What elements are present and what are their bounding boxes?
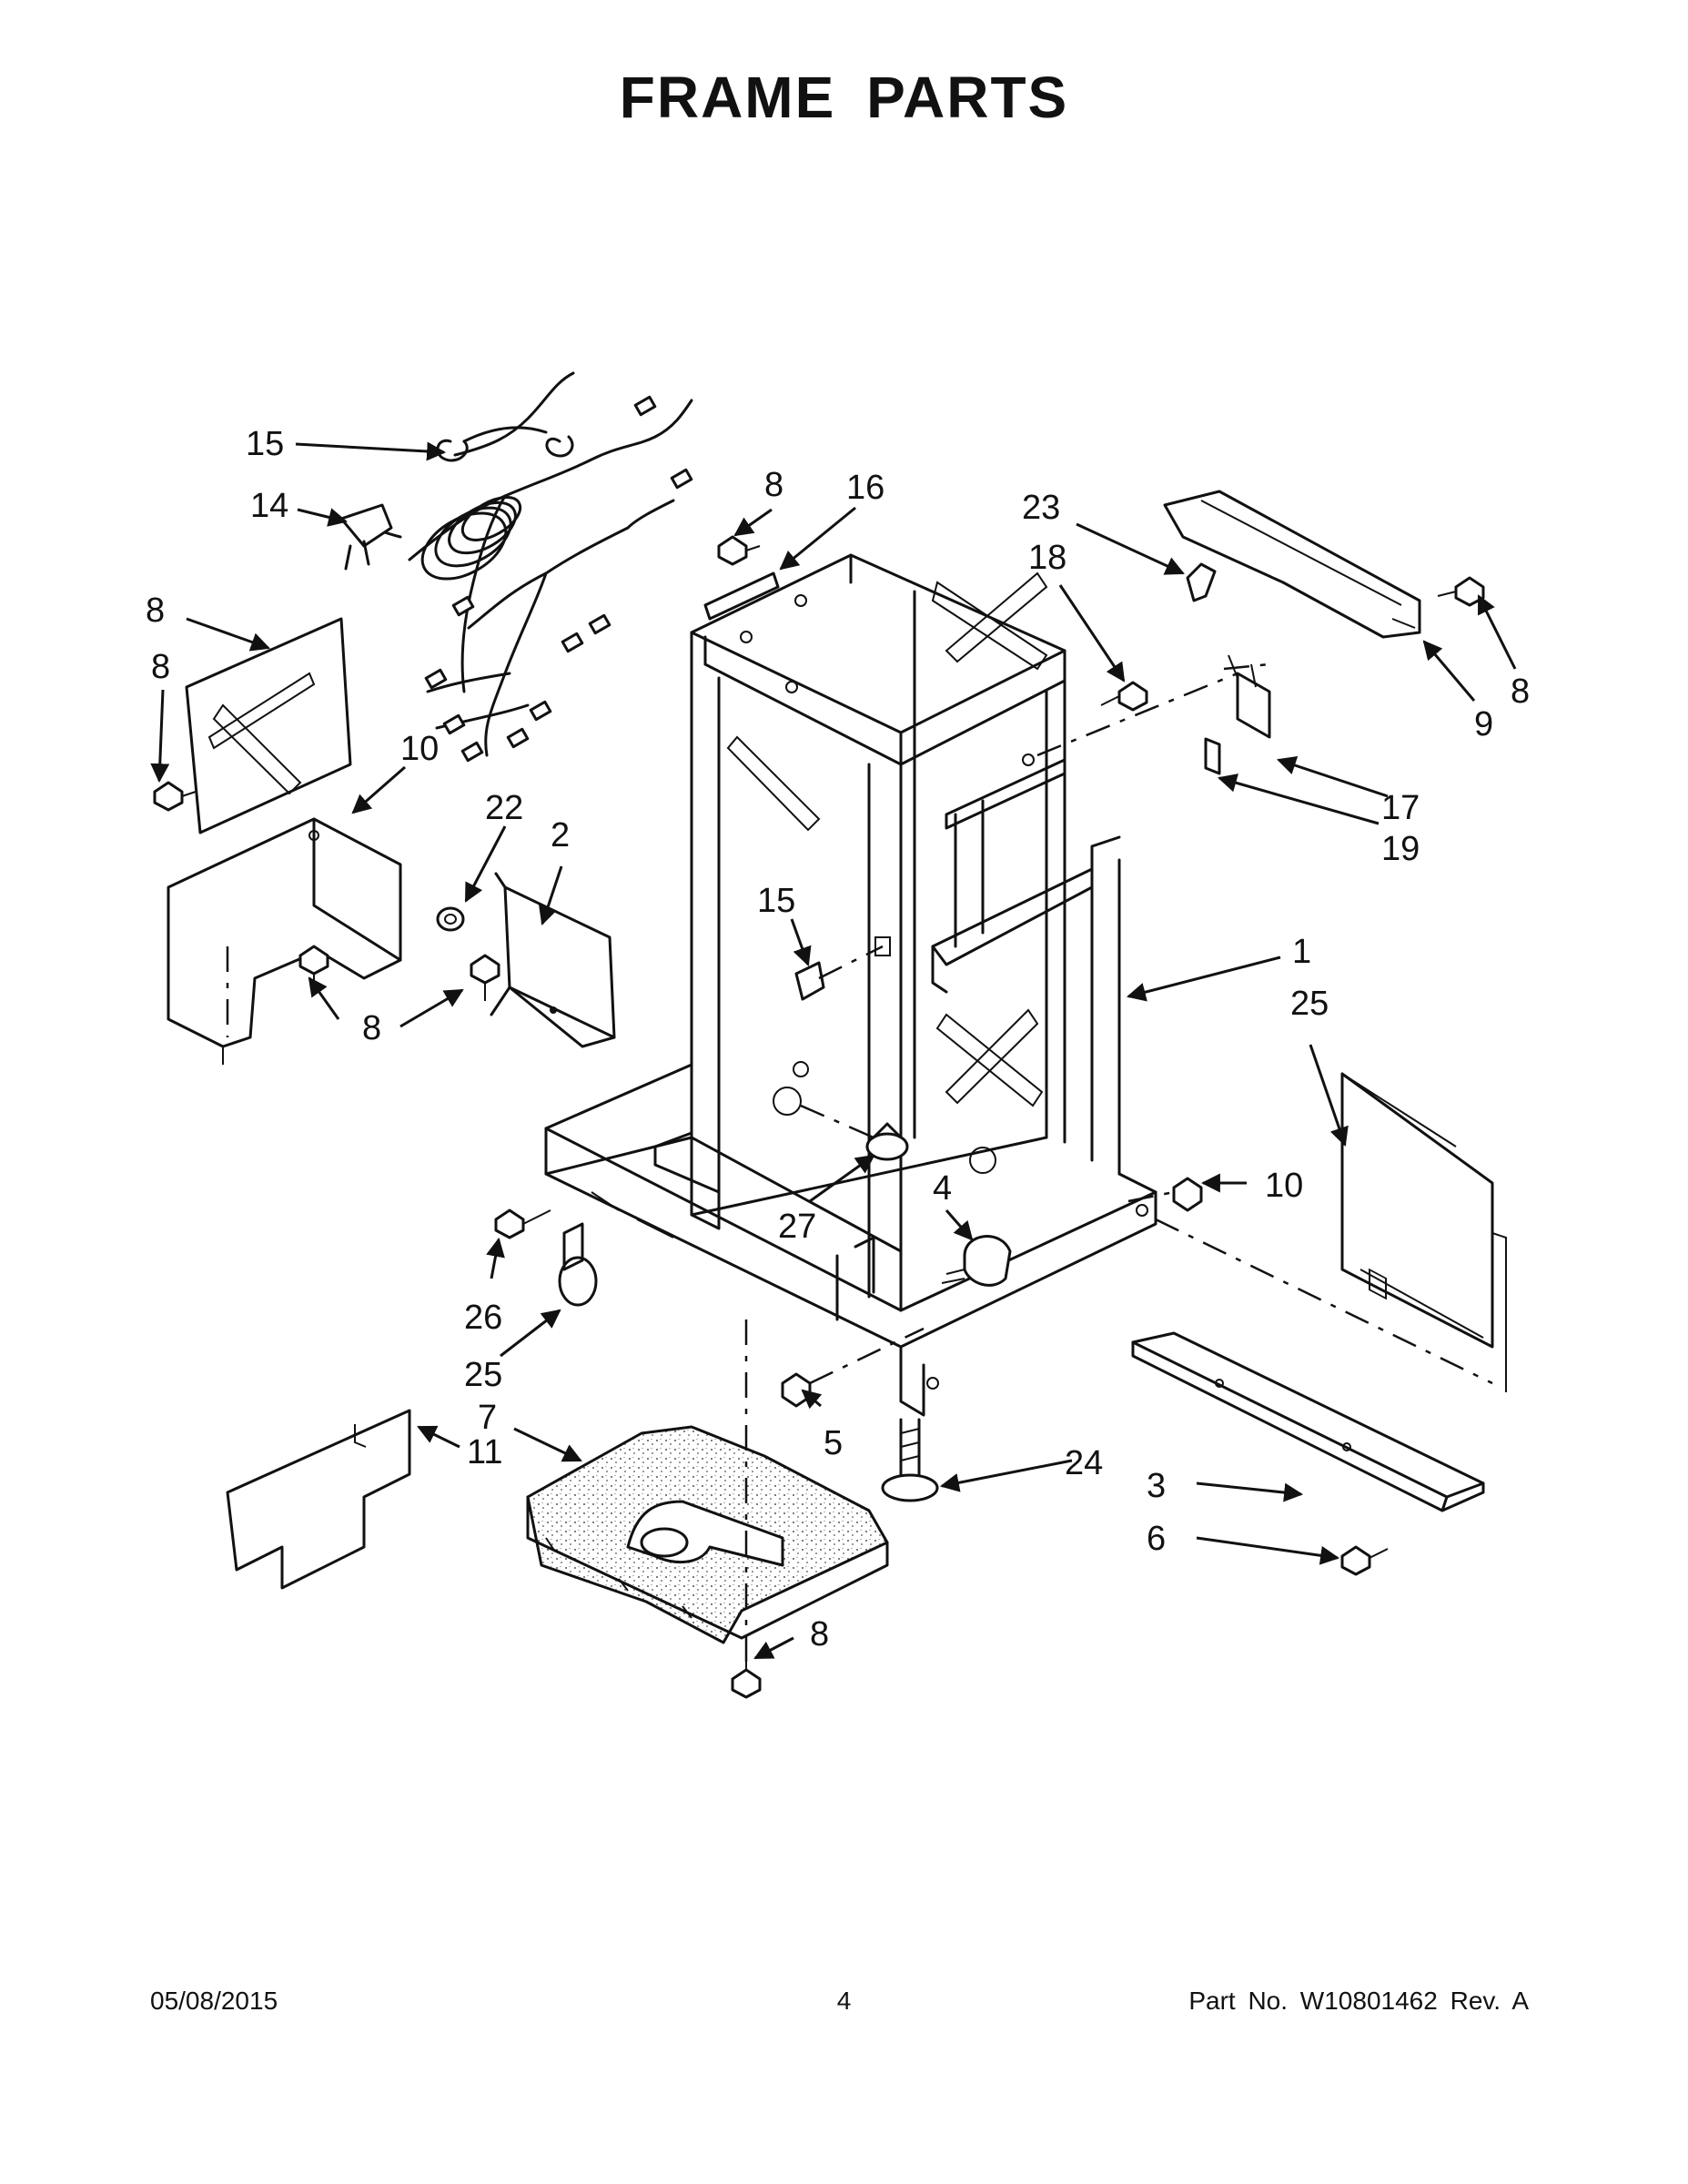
callout-20: 15 (246, 425, 284, 463)
page-title: FRAME PARTS (619, 65, 1069, 130)
callout-16: 17 (1381, 789, 1420, 827)
callout-19: 14 (250, 487, 288, 525)
callout-27: 27 (778, 1208, 816, 1246)
callout-8-cover: 8 (362, 1009, 381, 1047)
small-parts (153, 490, 1493, 1699)
callout-8-top: 8 (764, 466, 783, 504)
callout-5: 5 (824, 1424, 843, 1462)
callout-6: 6 (1147, 1520, 1166, 1558)
callout-26: 25 (1290, 985, 1329, 1023)
callout-17: 18 (1028, 539, 1066, 577)
callout-13: 11 (467, 1433, 502, 1471)
side-cover-part (226, 1409, 411, 1590)
callout-15: 16 (846, 469, 884, 507)
callout-24: 25 (464, 1356, 502, 1394)
footer-part-number: Part No. W10801462 Rev. A (1188, 1987, 1529, 2015)
callout-8-left: 8 (151, 648, 170, 686)
footer-date: 05/08/2015 (150, 1987, 278, 2015)
rear-panel-part (1340, 1072, 1507, 1392)
footer-page-number: 4 (836, 1987, 852, 2015)
callout-10: 10 (1265, 1167, 1303, 1205)
base-pan-part (526, 1425, 889, 1644)
callout-12: 8 (146, 592, 165, 630)
callout-14: 15 (757, 882, 795, 920)
callout-8-right: 8 (1511, 672, 1530, 711)
callout-9: 9 (1474, 705, 1493, 743)
callout-8-pan: 8 (810, 1615, 829, 1653)
callout-3: 3 (1147, 1467, 1166, 1505)
bracket-part (490, 872, 616, 1048)
side-panel-part (185, 617, 352, 834)
callout-25: 26 (464, 1299, 502, 1337)
main-frame-part (544, 553, 1157, 1417)
callout-21: 23 (1022, 489, 1060, 527)
wire-harness (339, 371, 693, 763)
callout-2: 2 (551, 816, 570, 854)
callout-7: 7 (478, 1399, 497, 1437)
callout-22: 22 (485, 789, 523, 827)
callout-11: 10 (400, 730, 439, 768)
callout-18: 19 (1381, 830, 1420, 868)
rail-part (1131, 1331, 1485, 1512)
callout-1: 1 (1292, 933, 1311, 971)
callout-labels: 15 14 8 8 10 22 2 8 8 16 23 18 8 9 17 19… (146, 425, 1530, 1653)
leader-lines (150, 441, 1517, 1660)
callout-4: 4 (933, 1169, 952, 1208)
callout-23: 24 (1065, 1444, 1103, 1482)
